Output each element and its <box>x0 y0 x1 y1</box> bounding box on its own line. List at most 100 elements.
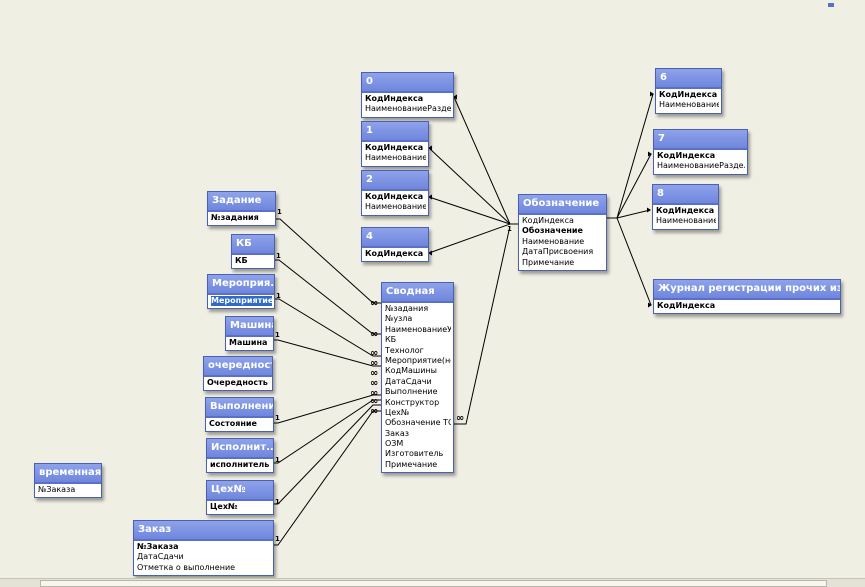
table-field[interactable]: ОЗМ <box>385 439 404 449</box>
table-title[interactable]: КБ <box>232 235 274 255</box>
table-field[interactable]: ДатаСдачи <box>137 552 184 562</box>
relationship-line[interactable] <box>428 223 511 254</box>
relationship-line[interactable] <box>616 153 652 219</box>
table-field[interactable]: ДатаПрисвоения <box>522 247 594 257</box>
table-title[interactable]: Журнал регистрации прочих изделий <box>654 280 840 300</box>
table-field[interactable]: КБ <box>385 335 397 345</box>
table-title[interactable]: очередность <box>204 357 272 377</box>
table-title[interactable]: 1 <box>362 122 428 142</box>
table-field[interactable]: КодИндекса <box>365 143 424 152</box>
table-title[interactable]: Исполнит... <box>207 439 273 459</box>
table-title[interactable]: Выполнение <box>206 398 273 418</box>
table-field[interactable]: ДатаСдачи <box>385 376 432 386</box>
table-journal[interactable]: Журнал регистрации прочих изделийКодИнде… <box>653 279 841 315</box>
table-field[interactable]: НаименованиеРа <box>365 202 426 212</box>
table-title[interactable]: Машина <box>226 317 273 337</box>
table-field[interactable]: Мероприятие <box>211 296 272 307</box>
table-field[interactable]: Наименование <box>522 236 585 246</box>
table-field[interactable]: КодИндекса <box>657 151 716 160</box>
table-field[interactable]: Обозначение ТО <box>385 418 451 428</box>
relationship-line[interactable] <box>272 339 381 367</box>
table-1[interactable]: 1КодИндексаНаименованиеРа <box>361 121 429 167</box>
relationship-line[interactable] <box>272 410 381 546</box>
table-field[interactable]: Изготовитель <box>385 449 444 459</box>
table-field[interactable]: Очередность <box>207 378 268 387</box>
table-field[interactable]: Технолог <box>385 345 424 355</box>
table-title[interactable]: Обозначение <box>519 195 606 215</box>
table-6[interactable]: 6КодИндексаНаименованиеРа <box>655 68 722 114</box>
table-vypolnenie[interactable]: ВыполнениеСостояние <box>205 397 274 433</box>
table-field[interactable]: КодМашины <box>385 366 437 376</box>
table-field[interactable]: Машина <box>229 338 268 347</box>
table-field[interactable]: Заказ <box>385 428 410 438</box>
relationship-line[interactable] <box>273 259 381 335</box>
relationship-line[interactable] <box>616 209 651 219</box>
table-field[interactable]: Состояние <box>209 419 257 428</box>
table-title[interactable]: 2 <box>362 171 428 191</box>
table-8[interactable]: 8КодИндексаНаименованиеРа <box>652 184 719 230</box>
table-field[interactable]: КодИндекса <box>365 94 424 103</box>
relationship-line[interactable] <box>452 225 511 425</box>
table-title[interactable]: 7 <box>654 130 747 150</box>
table-field[interactable]: №задания <box>385 304 429 313</box>
table-title[interactable]: Заказ <box>134 521 273 541</box>
table-title[interactable]: Цех№ <box>207 481 273 501</box>
relationship-line[interactable] <box>428 196 511 225</box>
relationship-line[interactable] <box>273 298 381 357</box>
table-title[interactable]: Мероприя... <box>208 275 274 295</box>
table-mashina[interactable]: МашинаМашина <box>225 316 274 352</box>
table-field[interactable]: исполнитель <box>210 460 270 469</box>
relationship-line[interactable] <box>616 217 652 306</box>
table-field[interactable]: НаименованиеРа <box>656 216 716 226</box>
table-field[interactable]: №задания <box>211 213 259 222</box>
table-field[interactable]: КодИндекса <box>365 249 424 258</box>
table-title[interactable]: временная <box>35 464 101 484</box>
table-field[interactable]: №Заказа <box>38 485 76 494</box>
table-field[interactable]: КодИндекса <box>656 206 715 215</box>
table-field[interactable]: КодИндекса <box>522 216 574 225</box>
table-field[interactable]: №узла <box>385 314 413 324</box>
table-0[interactable]: 0КодИндексаНаименованиеРаздела <box>361 72 454 118</box>
table-field[interactable]: Отметка о выполнение <box>137 562 236 572</box>
table-field[interactable]: Цех№ <box>385 407 410 417</box>
table-ispolnitel[interactable]: Исполнит...исполнитель <box>206 438 274 474</box>
table-field[interactable]: НаименованиеУзл <box>385 324 451 334</box>
relationship-line[interactable] <box>453 96 511 225</box>
relationship-line[interactable] <box>272 404 381 505</box>
table-field[interactable]: Обозначение <box>522 226 583 236</box>
table-title[interactable]: 8 <box>653 185 718 205</box>
table-field[interactable]: КодИндекса <box>365 192 424 201</box>
relationship-line[interactable] <box>272 399 381 464</box>
table-meropriyatie[interactable]: Мероприя...Мероприятие <box>207 274 275 310</box>
table-field[interactable]: НаименованиеРаздела <box>365 104 451 114</box>
table-title[interactable]: Задание <box>208 192 275 212</box>
relationship-line[interactable] <box>272 394 381 424</box>
table-field[interactable]: №Заказа <box>137 542 179 551</box>
table-field[interactable]: Мероприятие(нов <box>385 355 451 365</box>
table-field[interactable]: Примечание <box>522 257 575 267</box>
table-svodnaya[interactable]: Сводная№задания№узлаНаименованиеУзлКБТех… <box>381 282 454 474</box>
table-field[interactable]: Выполнение <box>385 387 438 397</box>
table-field[interactable]: Цех№ <box>210 502 238 511</box>
table-title[interactable]: Сводная <box>382 283 453 303</box>
table-title[interactable]: 6 <box>656 69 721 89</box>
table-field[interactable]: Конструктор <box>385 397 440 407</box>
table-field[interactable]: КодИндекса <box>657 301 716 310</box>
relationship-line[interactable] <box>428 147 511 225</box>
table-field[interactable]: НаименованиеРа <box>365 153 426 163</box>
table-field[interactable]: НаименованиеРа <box>659 100 719 110</box>
table-title[interactable]: 4 <box>362 228 428 248</box>
table-field[interactable]: Примечание <box>385 459 438 469</box>
table-field[interactable]: НаименованиеРаздела <box>657 161 745 171</box>
table-title[interactable]: 0 <box>362 73 453 93</box>
table-field[interactable]: КодИндекса <box>659 90 718 99</box>
relationship-line[interactable] <box>616 93 654 219</box>
